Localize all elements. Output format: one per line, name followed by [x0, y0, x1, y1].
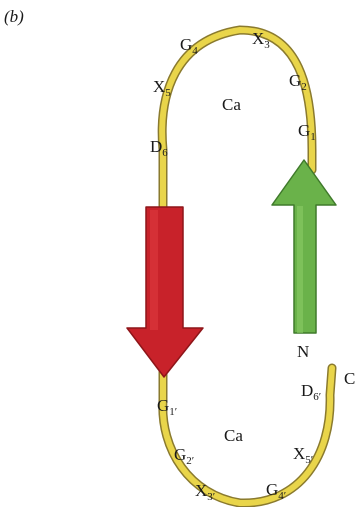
- bottom-residue-d6-prime: D6′: [301, 381, 321, 403]
- n-terminus-label: N: [297, 342, 309, 361]
- down-arrow-icon: [127, 207, 203, 377]
- top-calcium-label: Ca: [222, 95, 241, 114]
- top-residue-g4: G4: [180, 35, 198, 57]
- bottom-residue-x5-prime: X5′: [293, 444, 313, 466]
- c-terminus-label: C: [344, 369, 355, 388]
- up-arrow-icon: [272, 160, 336, 333]
- bottom-calcium-label: Ca: [224, 426, 243, 445]
- bottom-residue-x3-prime: X3′: [195, 481, 215, 503]
- bottom-residue-g1-prime: G1′: [157, 396, 177, 418]
- bottom-residue-g4-prime: G4′: [266, 480, 286, 502]
- bottom-residue-g2-prime: G2′: [174, 445, 194, 467]
- panel-label: (b): [4, 7, 24, 26]
